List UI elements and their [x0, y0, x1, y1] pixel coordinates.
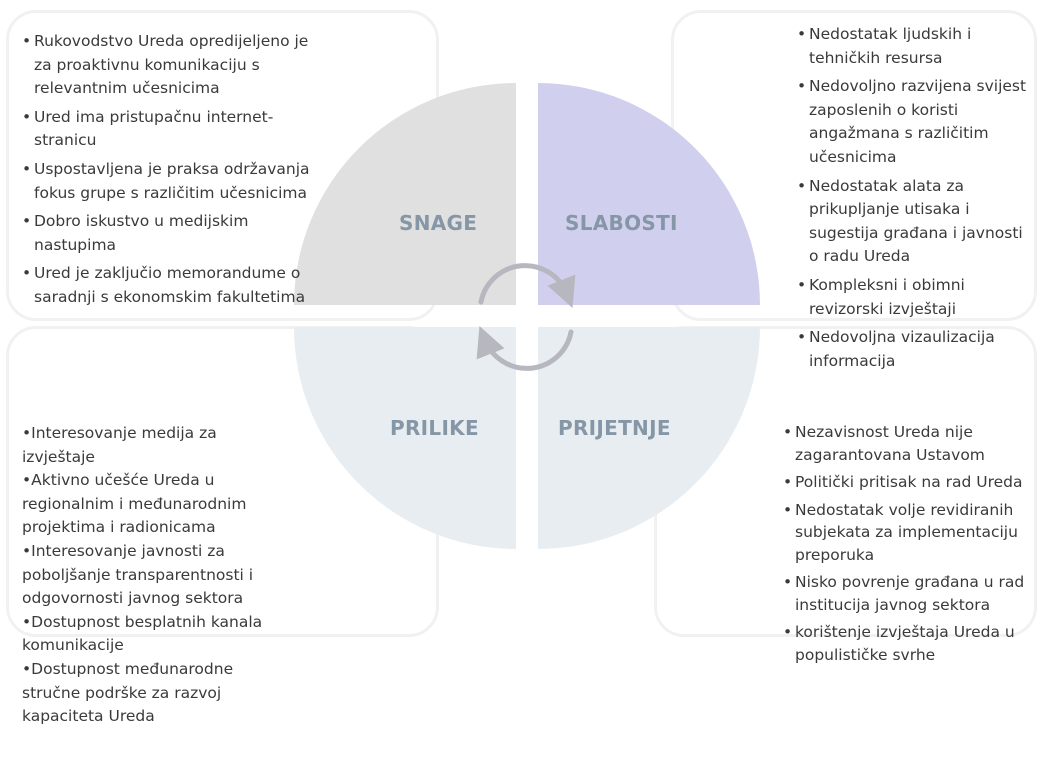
- list-item: Uspostavljena je praksa održavanja fokus…: [22, 158, 312, 205]
- snage-quadrant: [294, 83, 516, 305]
- snage-list: Rukovodstvo Ureda opredijeljeno je za pr…: [22, 30, 312, 315]
- slabosti-quadrant: [538, 83, 760, 305]
- list-item: Dostupnost besplatnih kanala komunikacij…: [22, 611, 292, 658]
- list-item: Ured ima pristupačnu internet-stranicu: [22, 106, 312, 153]
- list-item: Politički pritisak na rad Ureda: [783, 471, 1033, 494]
- list-item: Nisko povrenje građana u rad institucija…: [783, 571, 1033, 616]
- prilike-list: Interesovanje medija za izvještaje Aktiv…: [22, 422, 292, 729]
- prilike-quadrant: [294, 327, 516, 549]
- slabosti-label: SLABOSTI: [565, 211, 678, 235]
- prilike-label: PRILIKE: [390, 416, 479, 440]
- list-item: Interesovanje medija za izvještaje: [22, 422, 292, 469]
- snage-label: SNAGE: [399, 211, 478, 235]
- list-item: korištenje izvještaja Ureda u populistič…: [783, 621, 1033, 666]
- prijetnje-quadrant: [538, 327, 760, 549]
- list-item: Interesovanje javnosti za poboljšanje tr…: [22, 540, 292, 611]
- list-item: Nedovoljna vizaulizacija informacija: [797, 326, 1029, 373]
- cycle-arrows-icon: [476, 263, 576, 371]
- prijetnje-list: Nezavisnost Ureda nije zagarantovana Ust…: [783, 421, 1033, 671]
- list-item: Ured je zaključio memorandume o saradnji…: [22, 262, 312, 309]
- prijetnje-label: PRIJETNJE: [558, 416, 671, 440]
- list-item: Rukovodstvo Ureda opredijeljeno je za pr…: [22, 30, 312, 101]
- list-item: Kompleksni i obimni revizorski izvještaj…: [797, 274, 1029, 321]
- list-item: Dostupnost međunarodne stručne podrške z…: [22, 658, 292, 729]
- list-item: Nedostatak ljudskih i tehničkih resursa: [797, 23, 1029, 70]
- slabosti-list: Nedostatak ljudskih i tehničkih resursa …: [797, 23, 1029, 378]
- list-item: Nedostatak alata za prikupljanje utisaka…: [797, 175, 1029, 269]
- list-item: Nedostatak volje revidiranih subjekata z…: [783, 499, 1033, 567]
- list-item: Aktivno učešće Ureda u regionalnim i međ…: [22, 469, 292, 540]
- list-item: Nedovoljno razvijena svijest zaposlenih …: [797, 75, 1029, 169]
- list-item: Nezavisnost Ureda nije zagarantovana Ust…: [783, 421, 1033, 466]
- list-item: Dobro iskustvo u medijskim nastupima: [22, 210, 312, 257]
